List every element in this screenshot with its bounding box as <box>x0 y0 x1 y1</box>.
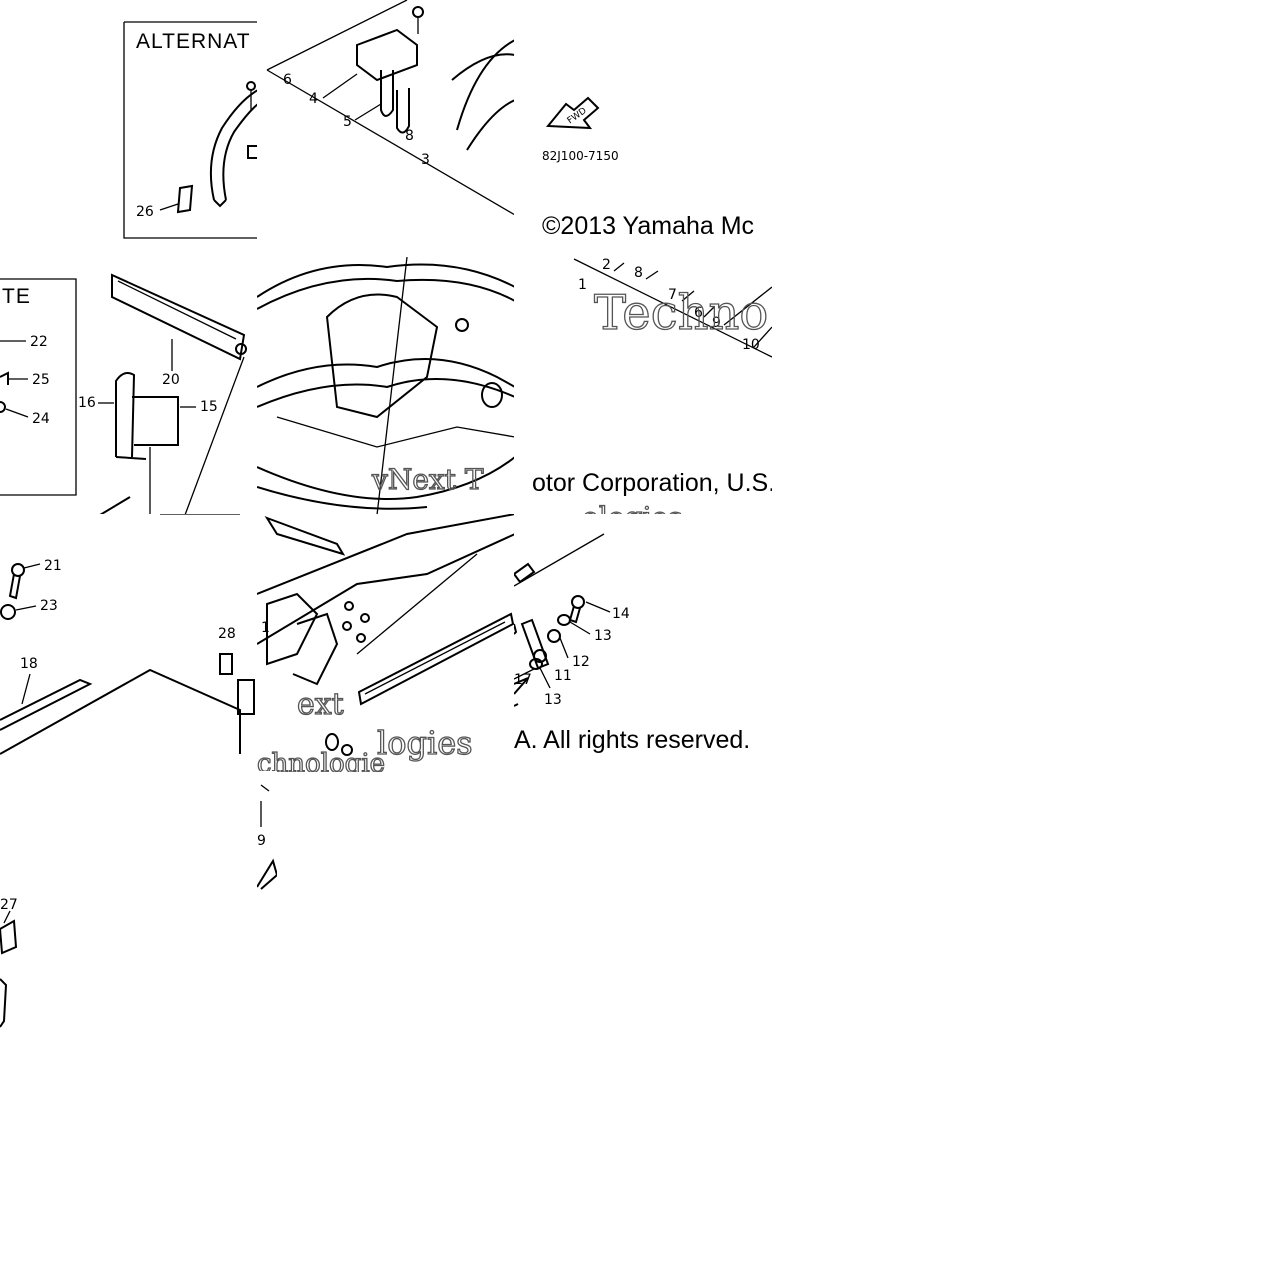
diagram-tile-frame-lower: 1 ext logies chnologie <box>257 514 515 772</box>
diagram-tile-bolts: 21 23 18 28 <box>0 514 258 772</box>
callout-13b: 13 <box>544 692 562 708</box>
callout-1: 1 <box>578 277 587 293</box>
callout-4: 4 <box>309 91 318 107</box>
callout-17: 17 <box>514 672 532 688</box>
callout-8: 8 <box>405 128 414 144</box>
part-code: 82J100-7150 <box>542 149 619 163</box>
diagram-tile-bracket: 6 4 5 8 3 <box>257 0 515 258</box>
callout-26: 26 <box>136 204 154 220</box>
copyright-line-1: ©2013 Yamaha Mc <box>542 212 755 240</box>
callout-16: 16 <box>78 395 96 411</box>
callout-28: 28 <box>218 626 236 642</box>
callout-2: 2 <box>602 257 611 273</box>
diagram-tile-callouts-right: 2 8 7 6 9 10 1 Techno ologies otor Corpo… <box>514 257 772 515</box>
callout-9: 9 <box>712 315 721 331</box>
watermark-ologies: ologies <box>582 501 683 515</box>
callout-27: 27 <box>0 897 18 913</box>
callout-24: 24 <box>32 411 50 427</box>
callout-6: 6 <box>283 72 292 88</box>
watermark-vnext: vNext T <box>371 463 484 496</box>
callout-15: 15 <box>200 399 218 415</box>
watermark-chnologie: chnologie <box>257 749 385 772</box>
diagram-tile-sliver: 9 <box>257 771 277 1029</box>
callout-20: 20 <box>162 372 180 388</box>
diagram-tile-rail: 14 13 12 11 13 17 A. All rights reserved… <box>514 514 772 772</box>
watermark-logies: logies <box>377 724 473 762</box>
callout-5: 5 <box>343 114 352 130</box>
callout-22: 22 <box>30 334 48 350</box>
callout-1b: 1 <box>261 620 270 636</box>
copyright-line-3: A. All rights reserved. <box>514 726 751 754</box>
callout-8b: 8 <box>634 265 643 281</box>
callout-18: 18 <box>20 656 38 672</box>
rail-part-17 <box>357 612 515 706</box>
callout-13: 13 <box>594 628 612 644</box>
watermark-ext: ext <box>297 687 344 722</box>
callout-12: 12 <box>572 654 590 670</box>
diagram-tile-frame: vNext T <box>257 257 515 515</box>
diagram-tile-part-27: 27 <box>0 771 258 1029</box>
callout-6b: 6 <box>694 305 703 321</box>
callout-11: 11 <box>554 668 572 684</box>
callout-10: 10 <box>742 337 760 353</box>
callout-21: 21 <box>44 558 62 574</box>
te-box-title: TE <box>2 285 31 308</box>
callout-25: 25 <box>32 372 50 388</box>
copyright-line-2: otor Corporation, U.S. <box>532 469 772 497</box>
diagram-tile-alternate: ALTERNAT 26 <box>0 0 258 258</box>
callout-14: 14 <box>612 606 630 622</box>
callout-9b: 9 <box>257 833 266 849</box>
diagram-tile-fwd: FWD 82J100-7150 ©2013 Yamaha Mc <box>514 0 772 258</box>
callout-3: 3 <box>421 152 430 168</box>
alternate-box-title: ALTERNAT <box>136 30 251 53</box>
diagram-tile-te-box: TE 22 25 24 20 16 15 <box>0 257 258 515</box>
callout-7: 7 <box>668 287 677 303</box>
watermark-techno: Techno <box>594 285 768 341</box>
callout-23: 23 <box>40 598 58 614</box>
